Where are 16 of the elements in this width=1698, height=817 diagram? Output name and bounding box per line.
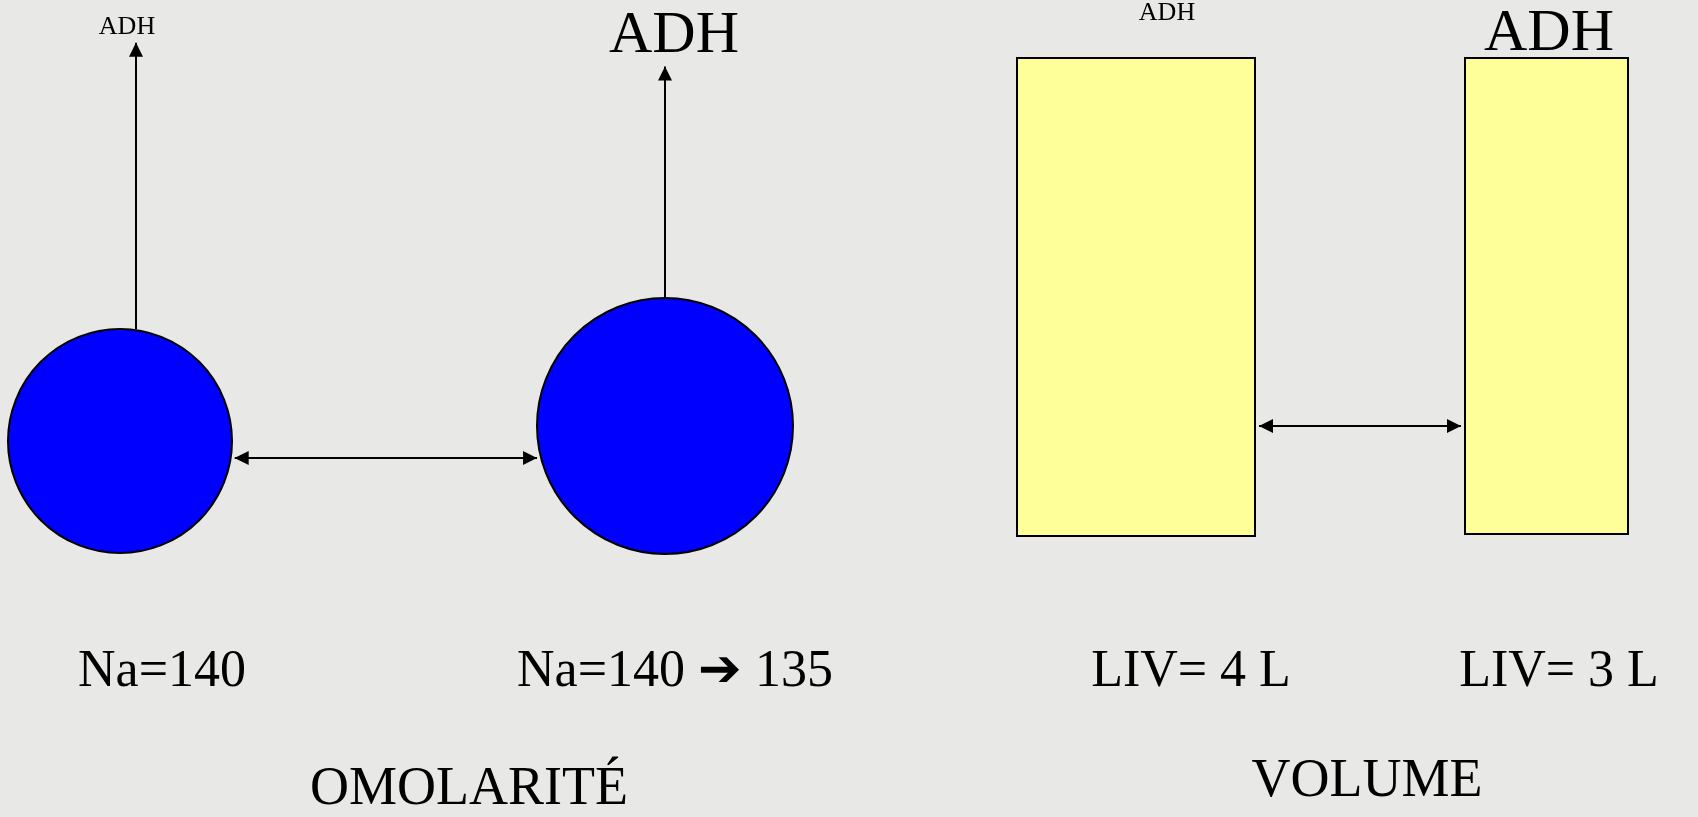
sodium-label: Na=140 ➔ 135 [517, 641, 833, 697]
arrow [658, 65, 672, 298]
hormone-label: ADH [1138, 0, 1196, 26]
volume-label: LIV= 3 L [1459, 641, 1659, 697]
hormone-label: ADH [98, 12, 156, 40]
hormone-label: ADH [1484, 0, 1614, 62]
volume-label: LIV= 4 L [1091, 641, 1291, 697]
volume-rectangle [1464, 57, 1629, 535]
double-arrow [1258, 419, 1462, 433]
arrow [129, 41, 143, 331]
hormone-label: ADH [609, 0, 739, 64]
section-title: VOLUME [1251, 749, 1483, 807]
volume-rectangle [1016, 57, 1256, 537]
section-title: OMOLARITÉ [310, 757, 628, 815]
double-arrow [233, 451, 539, 465]
sodium-label: Na=140 [78, 641, 246, 697]
